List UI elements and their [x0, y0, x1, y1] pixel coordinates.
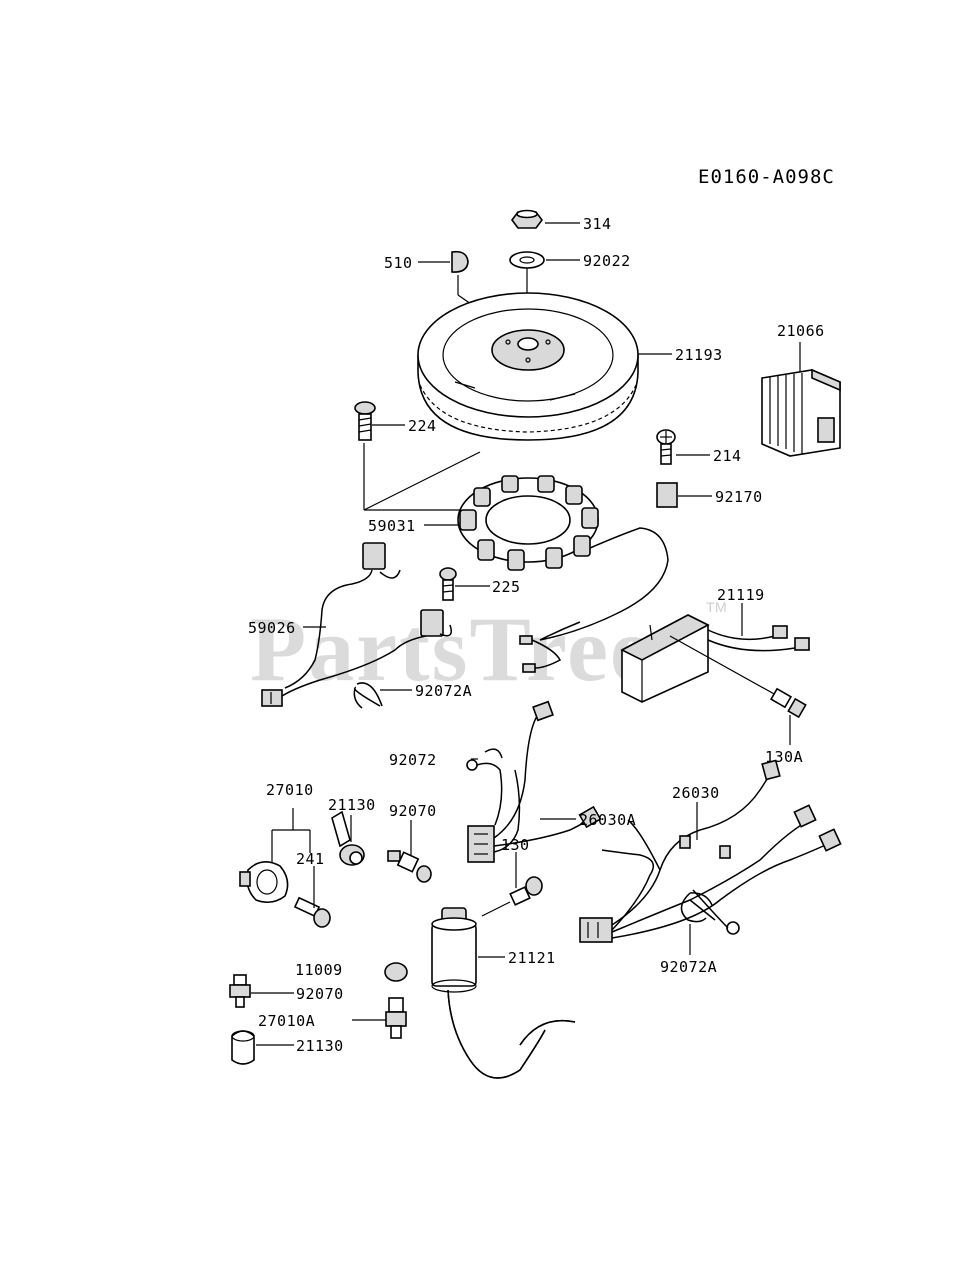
- collar-92170[interactable]: [656, 482, 678, 508]
- nut-314[interactable]: [511, 209, 543, 229]
- callout-21130-lower: 21130: [296, 1037, 344, 1055]
- harness-26030[interactable]: [579, 759, 842, 943]
- clamp-92072A-upper[interactable]: [353, 682, 383, 709]
- callout-130: 130: [501, 836, 530, 854]
- stator-59031[interactable]: [457, 475, 669, 641]
- callout-224: 224: [408, 417, 437, 435]
- cap-21130-lower[interactable]: [231, 1030, 255, 1065]
- bolt-241[interactable]: [293, 896, 331, 928]
- switch-27010A[interactable]: [385, 997, 407, 1039]
- seal-ring: [384, 962, 408, 982]
- callout-314: 314: [583, 215, 612, 233]
- washer-92022[interactable]: [509, 251, 545, 269]
- callout-92072A-upper: 92072A: [415, 682, 472, 700]
- callout-225: 225: [492, 578, 521, 596]
- bolt-224[interactable]: [354, 401, 376, 441]
- callout-241: 241: [296, 850, 325, 868]
- callout-214: 214: [713, 447, 742, 465]
- callout-21193: 21193: [675, 346, 723, 364]
- sensor-92070-upper[interactable]: [387, 850, 432, 883]
- flywheel-21193[interactable]: [417, 292, 639, 441]
- harness-59026[interactable]: [261, 542, 452, 707]
- bolt-130[interactable]: [509, 876, 543, 906]
- bolt-225[interactable]: [439, 567, 457, 601]
- stator-lead-connectors: [519, 621, 581, 673]
- callout-59026: 59026: [248, 619, 296, 637]
- diagram-code: E0160-A098C: [698, 166, 835, 188]
- callout-11009: 11009: [295, 961, 343, 979]
- cap-21130-upper[interactable]: [331, 810, 365, 866]
- sensor-92070-lower[interactable]: [229, 974, 251, 1008]
- bolt-130A[interactable]: [669, 635, 807, 719]
- callout-27010: 27010: [266, 781, 314, 799]
- regulator-21066[interactable]: [761, 368, 841, 457]
- callout-92070-upper: 92070: [389, 802, 437, 820]
- callout-92072: 92072: [389, 751, 437, 769]
- callout-510: 510: [384, 254, 413, 272]
- callout-21130-upper: 21130: [328, 796, 376, 814]
- callout-92170: 92170: [715, 488, 763, 506]
- switch-27010[interactable]: [239, 861, 289, 904]
- callout-59031: 59031: [368, 517, 416, 535]
- callout-26030: 26030: [672, 784, 720, 802]
- callout-92022: 92022: [583, 252, 631, 270]
- callout-92072A-lower: 92072A: [660, 958, 717, 976]
- harness-26030A[interactable]: [466, 700, 602, 863]
- watermark-trademark: TM: [706, 599, 727, 615]
- callout-21121: 21121: [508, 949, 556, 967]
- callout-26030A: 26030A: [579, 811, 636, 829]
- key-510[interactable]: [451, 250, 469, 273]
- bolt-214[interactable]: [656, 429, 676, 465]
- callout-92070-lower: 92070: [296, 985, 344, 1003]
- ignition-coil-21121[interactable]: [431, 907, 576, 1079]
- clamp-92072A-lower[interactable]: [680, 892, 713, 923]
- callout-27010A: 27010A: [258, 1012, 315, 1030]
- callout-21066: 21066: [777, 322, 825, 340]
- ignition-module-21119[interactable]: [620, 614, 810, 703]
- callout-21119: 21119: [717, 586, 765, 604]
